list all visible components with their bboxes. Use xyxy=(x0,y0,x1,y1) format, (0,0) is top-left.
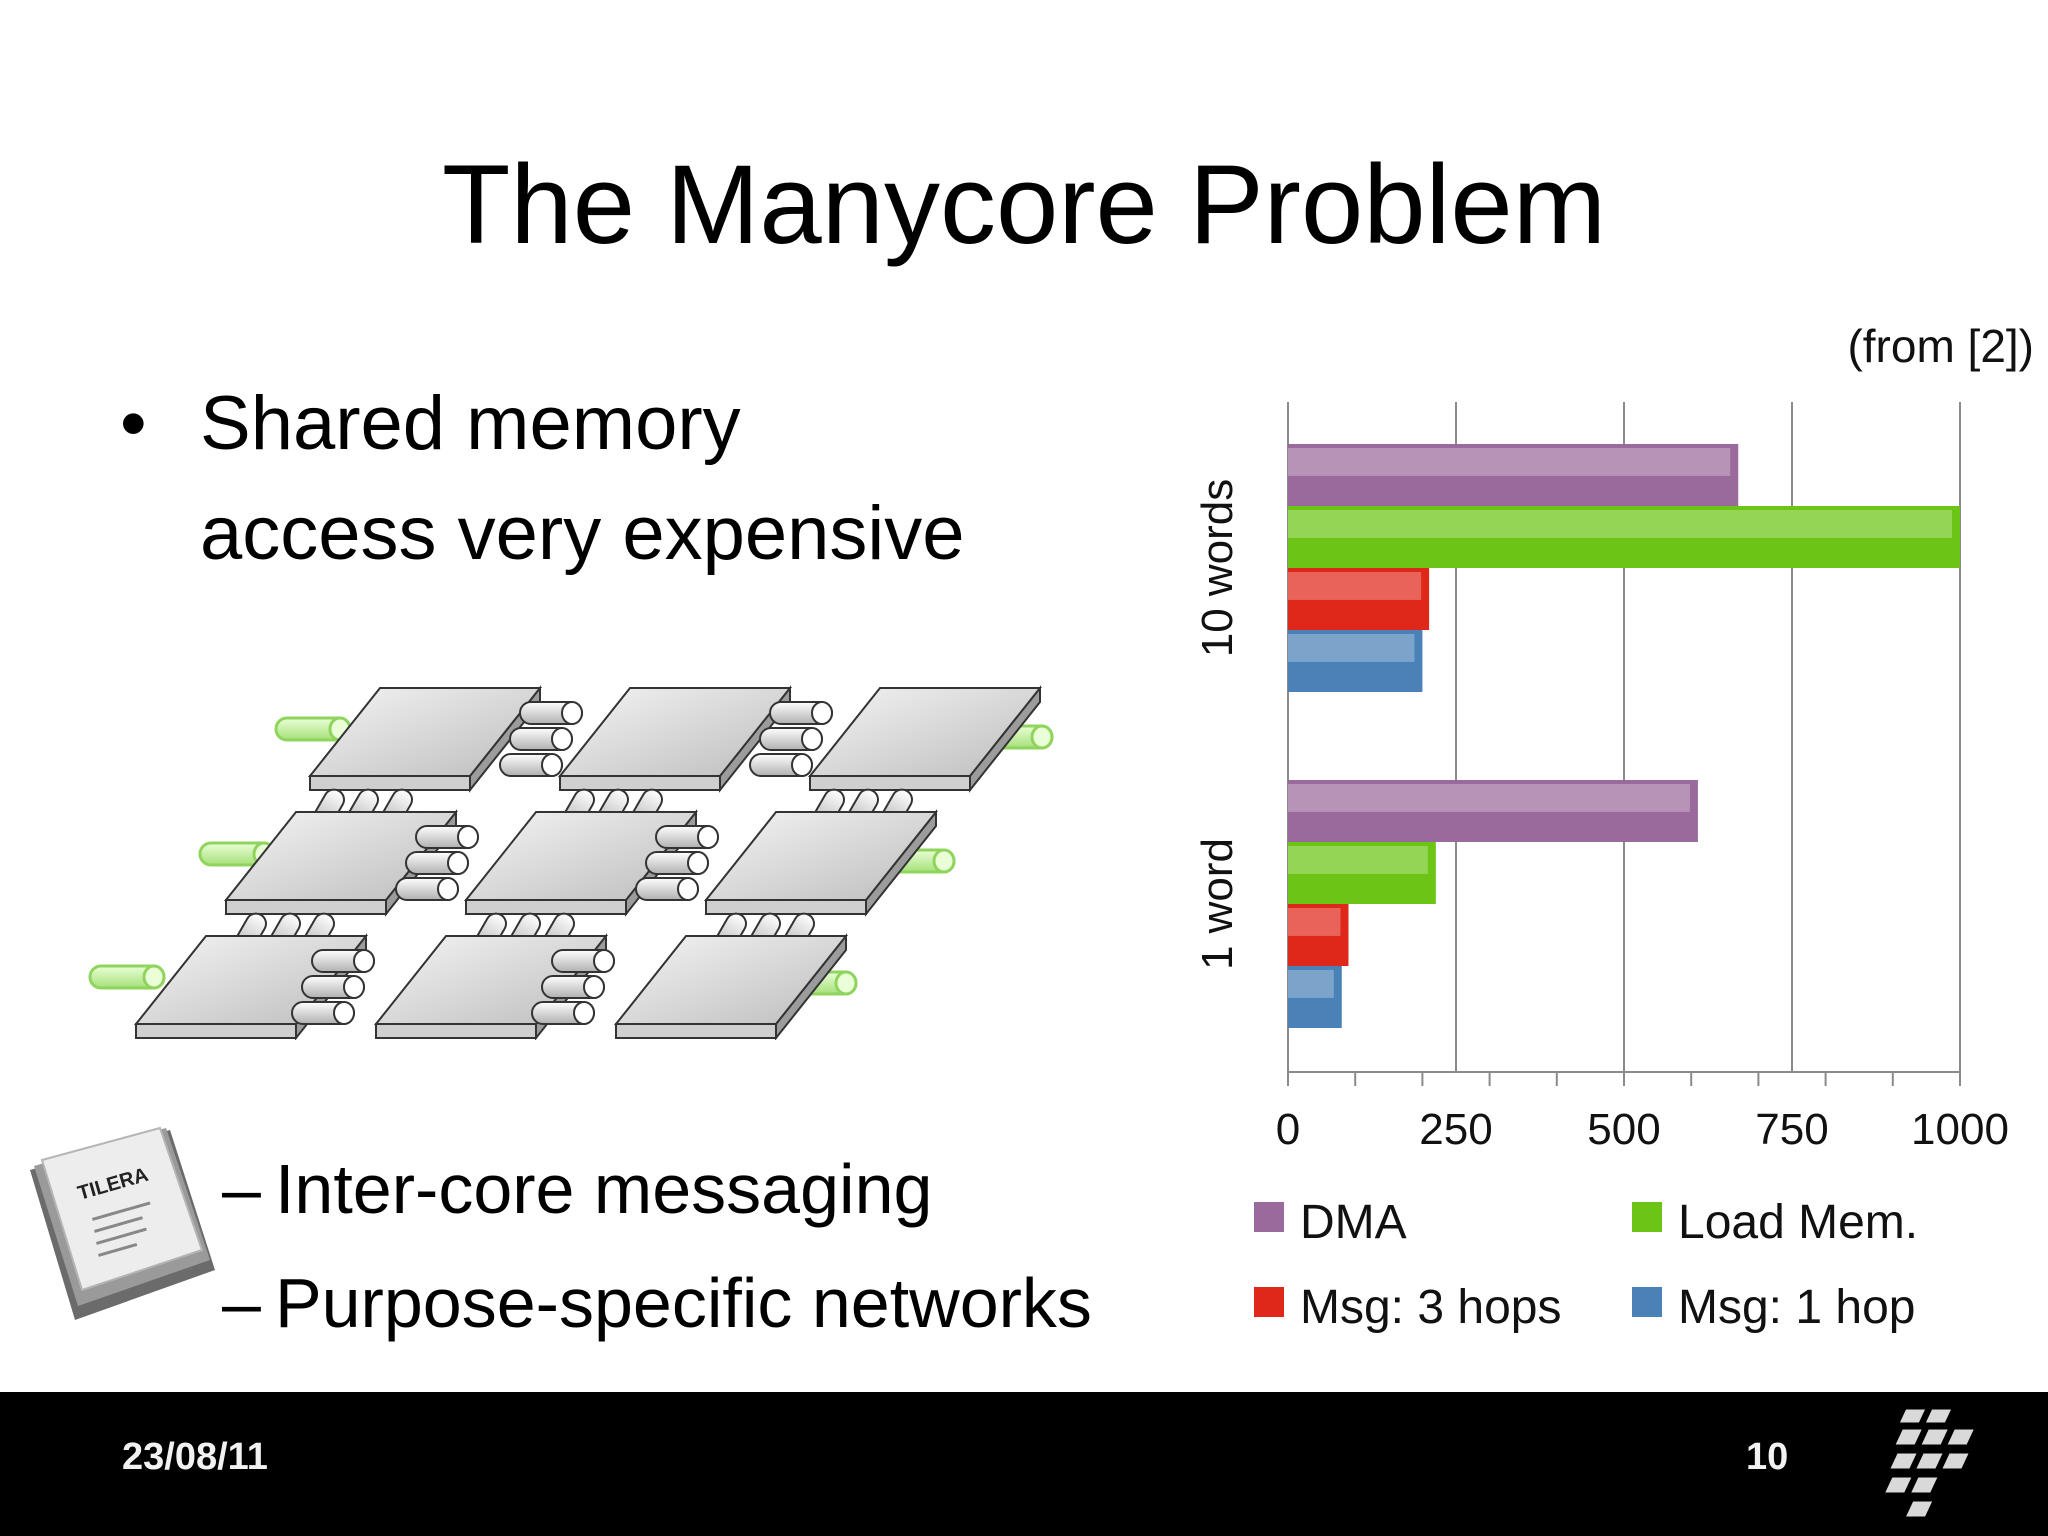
bar-highlight xyxy=(1288,784,1690,812)
link-pipe-end xyxy=(551,727,573,751)
tile-top xyxy=(807,687,1043,777)
legend-swatch xyxy=(1254,1287,1284,1317)
bar-msg-3-hops xyxy=(1288,568,1430,630)
link-pipe-end xyxy=(791,753,813,777)
link-pipe-end xyxy=(687,851,709,875)
x-tick-label: 0 xyxy=(1276,1105,1300,1154)
bullet-text-line-1: Shared memory xyxy=(200,381,741,466)
x-tick-label: 750 xyxy=(1755,1105,1828,1154)
tile-top xyxy=(307,687,543,777)
sub-bullet-messaging: –Inter-core messaging xyxy=(222,1144,932,1234)
link-pipe-end xyxy=(437,877,459,901)
tile-edge xyxy=(705,899,867,915)
footer-page-number: 10 xyxy=(1746,1436,1789,1478)
legend-swatch xyxy=(1632,1287,1662,1317)
tile-edge xyxy=(559,775,721,791)
link-pipe-end xyxy=(811,701,833,725)
legend-label: Load Mem. xyxy=(1678,1196,1918,1249)
link-pipe-end xyxy=(697,825,719,849)
footer-bar: 23/08/11 10 xyxy=(0,1392,2048,1536)
tile-top xyxy=(557,687,793,777)
tile-edge xyxy=(375,1023,537,1039)
bar-highlight xyxy=(1288,846,1428,874)
slide-title: The Manycore Problem xyxy=(441,142,1607,267)
tile-edge xyxy=(615,1023,777,1039)
bar-highlight xyxy=(1288,448,1731,476)
bar-highlight xyxy=(1288,970,1334,998)
tile-edge xyxy=(465,899,627,915)
link-pipe-end xyxy=(593,949,615,973)
bar-highlight xyxy=(1288,908,1341,936)
x-tick-label: 1000 xyxy=(1911,1105,2009,1154)
sub-bullet-marker: – xyxy=(222,1264,261,1342)
bar-dma xyxy=(1288,444,1739,506)
tile-top xyxy=(703,811,939,901)
bullet-marker: • xyxy=(120,381,147,466)
legend-label: Msg: 1 hop xyxy=(1678,1281,1915,1334)
io-port-end xyxy=(932,848,956,874)
source-note: (from [2]) xyxy=(1847,320,2034,372)
tile-grid-diagram xyxy=(88,685,1054,1040)
link-pipe-end xyxy=(801,727,823,751)
io-port-end xyxy=(834,970,858,996)
link-pipe-end xyxy=(457,825,479,849)
bar-dma xyxy=(1288,780,1698,842)
legend-label: Msg: 3 hops xyxy=(1300,1281,1561,1334)
y-category-label: 10 words xyxy=(1193,479,1242,658)
bar-msg-1-hop xyxy=(1288,630,1423,692)
link-pipe-end xyxy=(677,877,699,901)
tile-edge xyxy=(225,899,387,915)
sub-bullet-marker: – xyxy=(222,1150,261,1228)
bar-load-mem- xyxy=(1288,842,1436,904)
tile-top xyxy=(613,935,849,1025)
bar-highlight xyxy=(1288,510,1952,538)
tilera-chip-image: TILERA xyxy=(30,1126,215,1320)
link-pipe-end xyxy=(561,701,583,725)
link-pipe-end xyxy=(541,753,563,777)
bar-highlight xyxy=(1288,572,1422,600)
x-tick-label: 500 xyxy=(1587,1105,1660,1154)
sub-bullet-text: Inter-core messaging xyxy=(274,1150,933,1228)
link-pipe-end xyxy=(333,1001,355,1025)
chip-fine-print xyxy=(92,1201,151,1257)
tile-top xyxy=(223,811,459,901)
link-pipe-end xyxy=(343,975,365,999)
io-port-end xyxy=(142,964,166,990)
sub-bullet-text: Purpose-specific networks xyxy=(274,1264,1092,1342)
bullet-text-line-2: access very expensive xyxy=(200,491,965,576)
bar-highlight xyxy=(1288,634,1415,662)
link-pipe-end xyxy=(583,975,605,999)
tile-edge xyxy=(309,775,471,791)
legend-label: DMA xyxy=(1300,1196,1407,1249)
footer-date: 23/08/11 xyxy=(122,1436,268,1478)
io-port-end xyxy=(1030,724,1054,750)
legend-swatch xyxy=(1632,1202,1662,1232)
bar-msg-1-hop xyxy=(1288,966,1342,1028)
tile-edge xyxy=(135,1023,297,1039)
sub-bullet-networks: –Purpose-specific networks xyxy=(222,1258,1092,1348)
link-pipe-end xyxy=(573,1001,595,1025)
institution-logo-icon xyxy=(1880,1406,1978,1520)
x-tick-label: 250 xyxy=(1419,1105,1492,1154)
link-pipe-end xyxy=(447,851,469,875)
bar-msg-3-hops xyxy=(1288,904,1349,966)
tile-top xyxy=(463,811,699,901)
tile-edge xyxy=(809,775,971,791)
tile-group xyxy=(88,685,1054,1040)
y-category-label: 1 word xyxy=(1193,838,1242,970)
legend-swatch xyxy=(1254,1202,1284,1232)
bar-load-mem- xyxy=(1288,506,1960,568)
link-pipe-end xyxy=(353,949,375,973)
